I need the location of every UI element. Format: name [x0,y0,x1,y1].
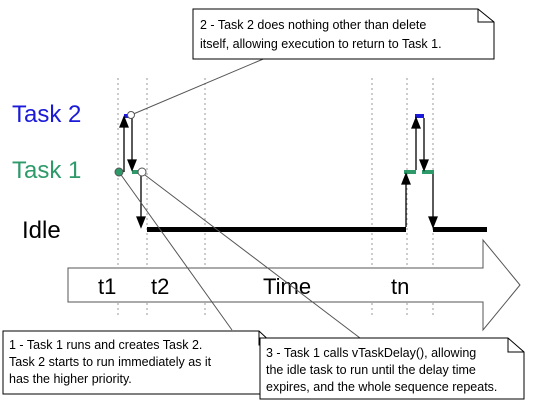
note-2: 2 - Task 2 does nothing other than delet… [192,8,495,60]
marker-task2-start [127,111,135,119]
context-switch-arrows [119,115,438,229]
idle-label: Idle [22,217,61,244]
arrow-up-tn2-head [411,116,421,129]
arrow-up-t1-head [119,115,129,128]
note-2-line-2: itself, allowing execution to return to … [200,37,442,51]
note-1-line-3: has the higher priority. [9,372,132,386]
note-3: 3 - Task 1 calls vTaskDelay(), allowing … [259,337,525,400]
marker-task1-start [114,167,124,177]
idle-bar-1 [147,227,406,232]
arrow-up-tn-head [401,172,411,185]
arrow-down-t2-head [127,159,137,172]
note-1-line-2: Task 2 starts to run immediately as it [9,355,212,369]
note-3-line-1: 3 - Task 1 calls vTaskDelay(), allowing [266,346,476,360]
note-3-line-2: the idle task to run until the delay tim… [266,363,476,377]
task2-label: Task 2 [12,101,81,128]
note-3-box [259,337,525,400]
task2-bar-2 [415,114,424,118]
marker-task1-delay [137,167,147,177]
note-2-box [192,8,495,60]
task1-label: Task 1 [12,157,81,184]
note-2-line-1: 2 - Task 2 does nothing other than delet… [200,18,426,32]
task1-bar-2 [404,170,416,174]
leader-lines [118,56,361,339]
note-2-fold [477,9,494,23]
task1-bar-1 [132,170,140,174]
idle-bar-2 [433,227,487,232]
note-3-fold [507,338,524,353]
arrow-down-tn-head [419,159,429,172]
leader-note-3 [140,171,361,339]
note-1-line-1: 1 - Task 1 runs and creates Task 2. [9,338,202,352]
timeline-arrow [67,238,521,332]
tick-label-tn: tn [391,274,409,299]
note-1: 1 - Task 1 runs and creates Task 2. Task… [2,330,275,395]
arrow-down-idle2-head [428,216,438,229]
leader-note-1 [118,171,233,331]
tick-label-t2: t2 [151,274,169,299]
leader-note-2 [130,56,269,116]
task1-bar-3 [422,170,434,174]
arrow-down-idle-head [136,216,146,229]
note-3-line-3: expires, and the whole sequence repeats. [266,380,497,394]
tick-label-t1: t1 [98,274,116,299]
